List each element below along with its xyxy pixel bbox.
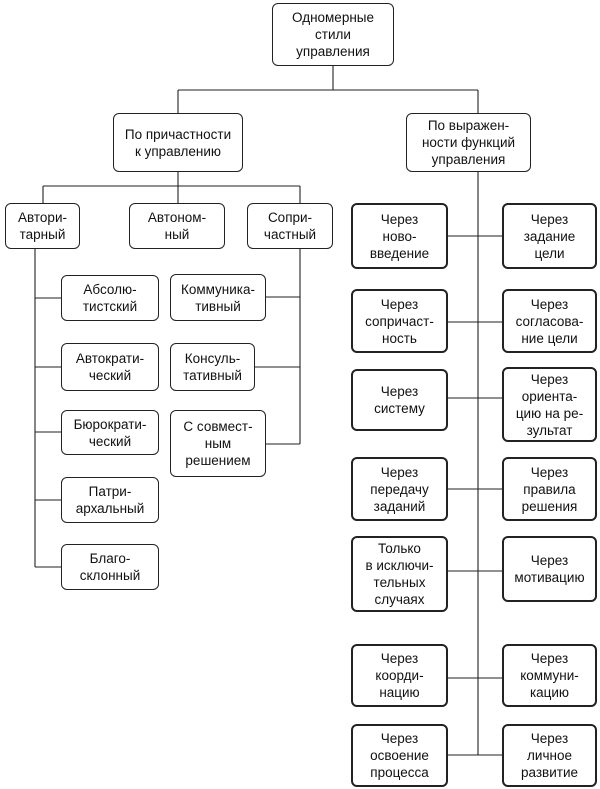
function-right-item: Через ориента- цию на ре- зультат <box>502 367 597 442</box>
participative-item: Консуль- тативный <box>170 343 255 391</box>
branch-function-expression: По выражен- ности функций управления <box>406 113 531 172</box>
authoritarian-item-label: Абсолю- тистский <box>82 282 138 314</box>
function-right-item-label: Через согласова- ние цели <box>515 296 584 346</box>
style-participative-label: Сопри- частный <box>263 210 317 242</box>
authoritarian-item-label: Благо- склонный <box>79 551 141 583</box>
style-autonomous-label: Автоном- ный <box>147 210 207 242</box>
authoritarian-item-label: Патри- архальный <box>75 484 145 516</box>
function-right-item: Через личное развитие <box>502 724 597 787</box>
root-label: Одномерные стили управления <box>291 10 374 59</box>
function-left-item-label: Через освоение процесса <box>370 731 429 780</box>
function-right-item-label: Через личное развитие <box>521 731 578 780</box>
root-node: Одномерные стили управления <box>272 3 394 66</box>
function-left-item-label: Через передачу заданий <box>370 464 429 514</box>
function-right-item: Через правила решения <box>502 457 597 521</box>
participative-item-label: С совмест- ным решением <box>183 419 253 468</box>
function-left-item: Через передачу заданий <box>351 457 448 521</box>
function-left-item: Через систему <box>351 369 448 431</box>
participative-item-label: Коммуника- тивный <box>180 281 256 314</box>
function-right-item: Через задание цели <box>502 203 597 269</box>
authoritarian-item: Благо- склонный <box>61 544 159 590</box>
function-right-item: Через коммуни- кацию <box>502 644 597 707</box>
style-authoritarian-label: Автори- тарный <box>18 210 67 242</box>
function-left-item: Через сопричаст- ность <box>351 289 448 353</box>
authoritarian-item: Патри- архальный <box>61 477 159 523</box>
function-right-item-label: Через задание цели <box>523 211 576 261</box>
style-autonomous: Автоном- ный <box>129 203 225 249</box>
participative-item: Коммуника- тивный <box>170 274 266 321</box>
function-left-item-label: Через сопричаст- ность <box>365 296 434 346</box>
function-right-item: Через согласова- ние цели <box>502 289 597 353</box>
authoritarian-item-label: Автократи- ческий <box>75 351 145 383</box>
function-right-item-label: Через правила решения <box>521 464 578 514</box>
function-right-item-label: Через ориента- цию на ре- зультат <box>515 371 584 438</box>
function-left-item: Через коорди- нацию <box>351 644 448 707</box>
branch-function-expression-label: По выражен- ности функций управления <box>421 118 516 167</box>
function-left-item-label: Через систему <box>374 384 425 416</box>
function-left-item-label: Через коорди- нацию <box>375 651 424 700</box>
authoritarian-item: Автократи- ческий <box>61 343 159 391</box>
authoritarian-item-label: Бюрократи- ческий <box>73 416 147 449</box>
function-right-item: Через мотивацию <box>502 536 597 602</box>
function-right-item-label: Через коммуни- кацию <box>520 651 579 700</box>
function-right-item-label: Через мотивацию <box>514 553 585 585</box>
style-participative: Сопри- частный <box>247 203 333 249</box>
function-left-item: Через ново- введение <box>351 203 448 269</box>
function-left-item-label: Через ново- введение <box>369 211 430 261</box>
authoritarian-item: Бюрократи- ческий <box>61 410 159 455</box>
branch-participation: По причастности к управлению <box>113 113 243 172</box>
participative-item: С совмест- ным решением <box>170 410 266 477</box>
participative-item-label: Консуль- тативный <box>183 351 242 383</box>
style-authoritarian: Автори- тарный <box>5 203 80 249</box>
function-left-item-label: Только в исключи- тельных случаях <box>365 541 434 607</box>
branch-participation-label: По причастности к управлению <box>124 126 232 159</box>
function-left-item: Только в исключи- тельных случаях <box>351 536 448 612</box>
function-left-item: Через освоение процесса <box>351 724 448 787</box>
authoritarian-item: Абсолю- тистский <box>61 275 159 321</box>
